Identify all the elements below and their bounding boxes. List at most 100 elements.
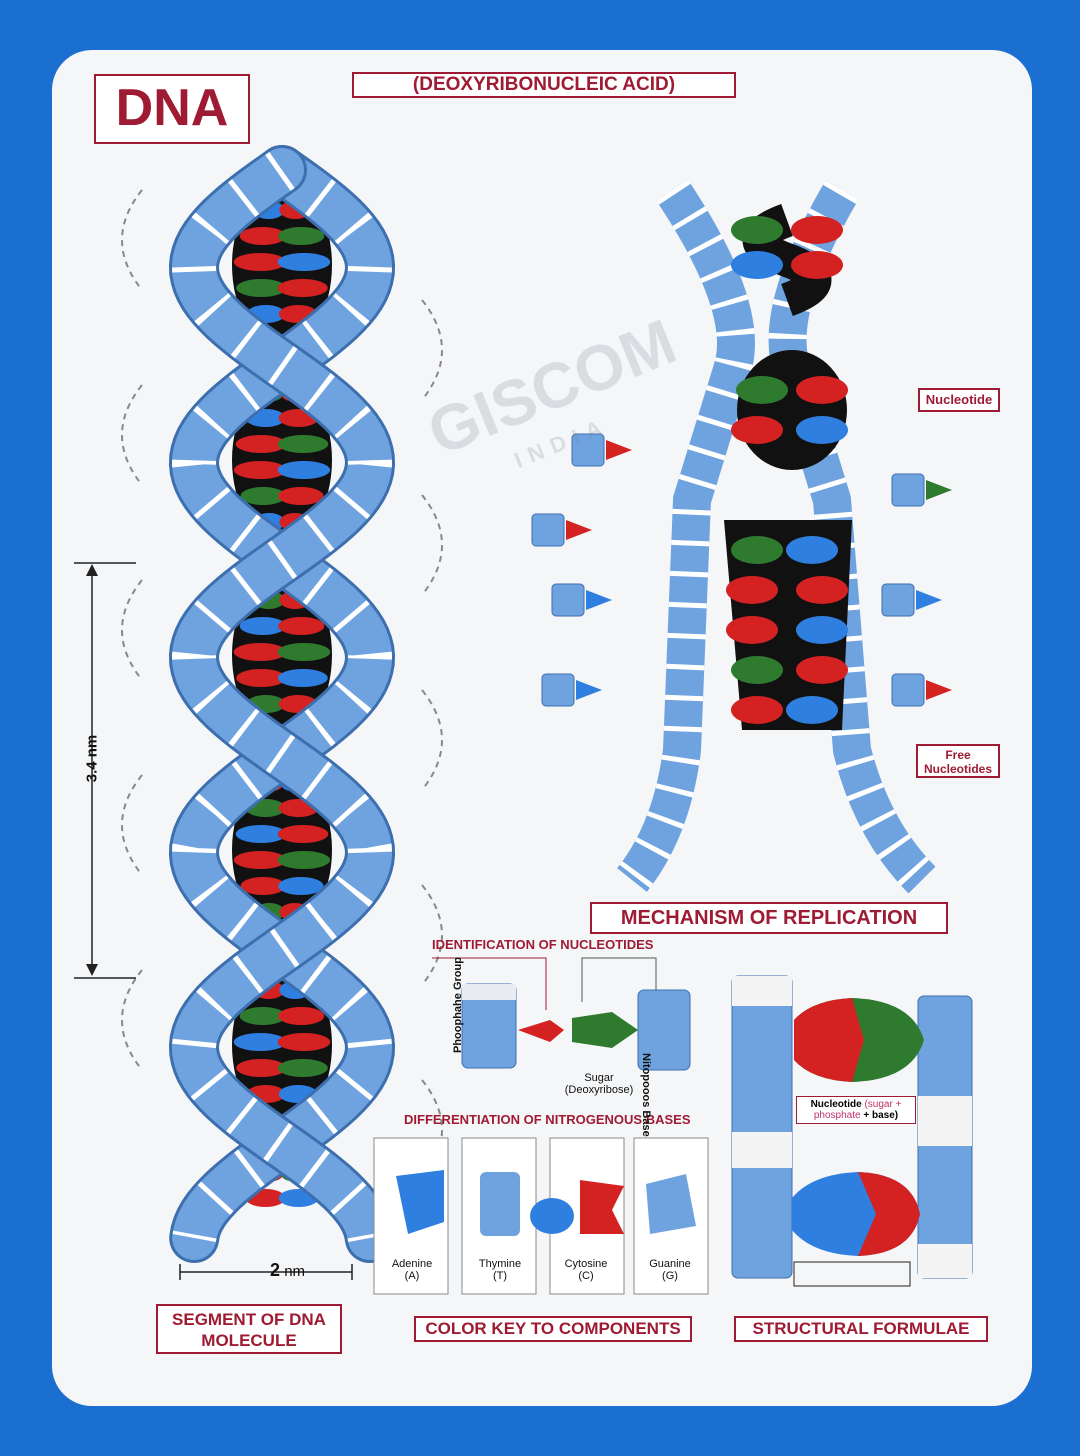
base-thymine-code: (T) (492, 1270, 508, 1282)
ident-leader (432, 957, 547, 1010)
replication-base (731, 251, 783, 279)
replication-base (731, 216, 783, 244)
replication-base (726, 616, 778, 644)
free-nucleotides-callout: Free Nucleotides (916, 744, 1000, 778)
color-key-label: COLOR KEY TO COMPONENTS (414, 1316, 692, 1342)
phosphate-link (518, 1020, 564, 1042)
base-pair-half (233, 461, 287, 479)
base-pair-half (239, 617, 286, 635)
base-thymine-label: Thymine (T) (464, 1258, 536, 1282)
base-adenine-label: Adenine (A) (376, 1258, 448, 1282)
base-pair-half (236, 1059, 287, 1077)
width-label: 2 nm (270, 1260, 305, 1281)
dashed-arc (421, 884, 443, 986)
base-label: Nitopooos Base (640, 1053, 652, 1137)
base-pair-half (236, 669, 287, 687)
base-pair-half (239, 227, 286, 245)
sugar-name: Sugar (584, 1072, 614, 1084)
base-pair-half (277, 825, 329, 843)
struct-blank-box (793, 1261, 911, 1287)
base-pair-half (278, 1007, 325, 1025)
replication-fork-model (531, 179, 952, 894)
sugar-label: Sugar (Deoxyribose) (564, 1072, 634, 1096)
sugar-block (572, 1012, 638, 1048)
dashed-arc (121, 969, 143, 1071)
free-base (926, 480, 952, 500)
ident-leader (581, 957, 657, 1002)
free-phosphate (551, 583, 585, 617)
base-pair-half (278, 227, 325, 245)
base-thymine-name: Thymine (478, 1258, 522, 1270)
struct-base-top-half (794, 998, 864, 1082)
thymine-shape (480, 1172, 520, 1236)
differentiation-heading: DIFFERENTIATION OF NITROGENOUS BASES (404, 1112, 691, 1127)
base-pair-half (240, 877, 286, 895)
base-pair-half (236, 279, 287, 297)
base-cytosine-label: Cytosine (C) (550, 1258, 622, 1282)
base-pair-half (278, 877, 324, 895)
base-pair-half (277, 253, 331, 271)
replication-core (737, 350, 847, 470)
base-pair-half (233, 851, 287, 869)
dashed-arc (421, 299, 443, 401)
dim-arrow (86, 964, 98, 976)
base-pair-half (233, 253, 287, 271)
guanine-shape (646, 1174, 696, 1234)
structural-formula-model (731, 975, 973, 1287)
base-block (637, 989, 691, 1071)
base-pair-half (277, 279, 328, 297)
replication-base (791, 216, 843, 244)
struct-base-bottom-half (858, 1172, 920, 1256)
base-pair-half (277, 643, 331, 661)
cytosine-link (530, 1198, 574, 1234)
note-detail-c: + base) (863, 1110, 899, 1121)
adenine-shape (396, 1170, 444, 1234)
free-base (566, 520, 592, 540)
dashed-arc (121, 774, 143, 876)
base-pair-half (277, 851, 331, 869)
base-pair-half (239, 1007, 286, 1025)
replication-base (796, 656, 848, 684)
nucleotide-callout: Nucleotide (918, 388, 1000, 412)
backbone (171, 148, 393, 1260)
dna-double-helix (121, 145, 443, 1263)
base-pair-half (233, 643, 287, 661)
sugar-subname: (Deoxyribose) (564, 1084, 634, 1096)
base-pair-half (235, 435, 287, 453)
structural-label: STRUCTURAL FORMULAE (734, 1316, 988, 1342)
model-board: GISCOM INDIA DNA (DEOXYRIBONUCLEIC ACID)… (52, 50, 1032, 1406)
replication-strand (616, 179, 755, 892)
replication-base (731, 536, 783, 564)
free-phosphate (881, 583, 915, 617)
replication-base (796, 376, 848, 404)
structural-note: Nucleotide (sugar + phosphate + base) (796, 1096, 916, 1124)
free-base (576, 680, 602, 700)
base-pair-half (277, 669, 328, 687)
dashed-arc (121, 384, 143, 486)
dashed-arc (421, 1079, 443, 1181)
replication-base (791, 251, 843, 279)
free-phosphate (891, 673, 925, 707)
base-pair-half (277, 1059, 328, 1077)
free-phosphate (531, 513, 565, 547)
nitrogenous-base-models (373, 1137, 709, 1295)
replication-base (731, 696, 783, 724)
page-title: DNA (94, 74, 250, 144)
dashed-arc (121, 579, 143, 681)
dashed-arc (421, 689, 443, 791)
replication-base (796, 576, 848, 604)
free-phosphate (571, 433, 605, 467)
replication-base (731, 656, 783, 684)
replication-base (796, 416, 848, 444)
base-adenine-name: Adenine (391, 1258, 433, 1270)
free-base (586, 590, 612, 610)
base-guanine-name: Guanine (649, 1258, 691, 1270)
dimension-lines (74, 562, 353, 1280)
dashed-arc (421, 494, 443, 596)
free-base (916, 590, 942, 610)
base-pair-half (278, 617, 325, 635)
struct-cap (732, 1132, 792, 1168)
identification-heading: IDENTIFICATION OF NUCLEOTIDES (432, 937, 654, 952)
pitch-label: 3.4 nm (83, 734, 101, 783)
struct-cap (918, 1244, 972, 1278)
